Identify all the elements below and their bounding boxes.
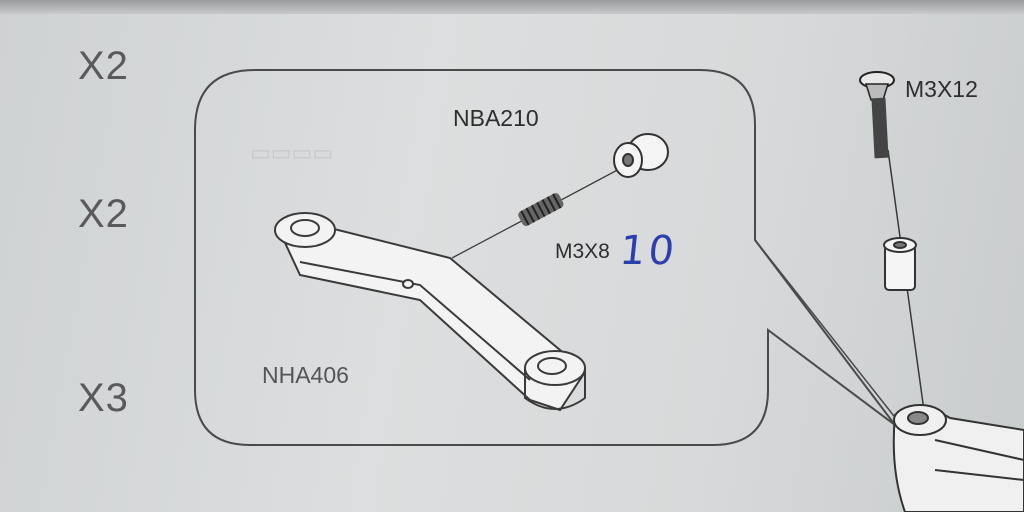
handwritten-annotation: 10	[617, 228, 680, 274]
set-screw-icon	[518, 193, 564, 226]
arm-part-icon	[274, 212, 587, 412]
arm-edge-icon	[892, 404, 1024, 512]
arm-part-label: NHA406	[262, 362, 349, 388]
ball-nut-icon	[613, 133, 669, 178]
callout-bubble	[194, 69, 896, 446]
bleed-through-text: ▭▭▭▭	[250, 140, 334, 165]
long-screw-icon	[859, 71, 895, 159]
long-screw-part-label: M3X12	[905, 76, 978, 102]
quantity-label-2: X2	[78, 192, 129, 236]
quantity-label-1: X2	[78, 44, 129, 88]
quantity-label-3: X3	[78, 376, 129, 420]
nut-part-label: NBA210	[453, 105, 539, 131]
spacer-icon	[883, 237, 917, 291]
screw-part-label: M3X8	[555, 240, 610, 263]
top-page-edge	[0, 0, 1024, 14]
